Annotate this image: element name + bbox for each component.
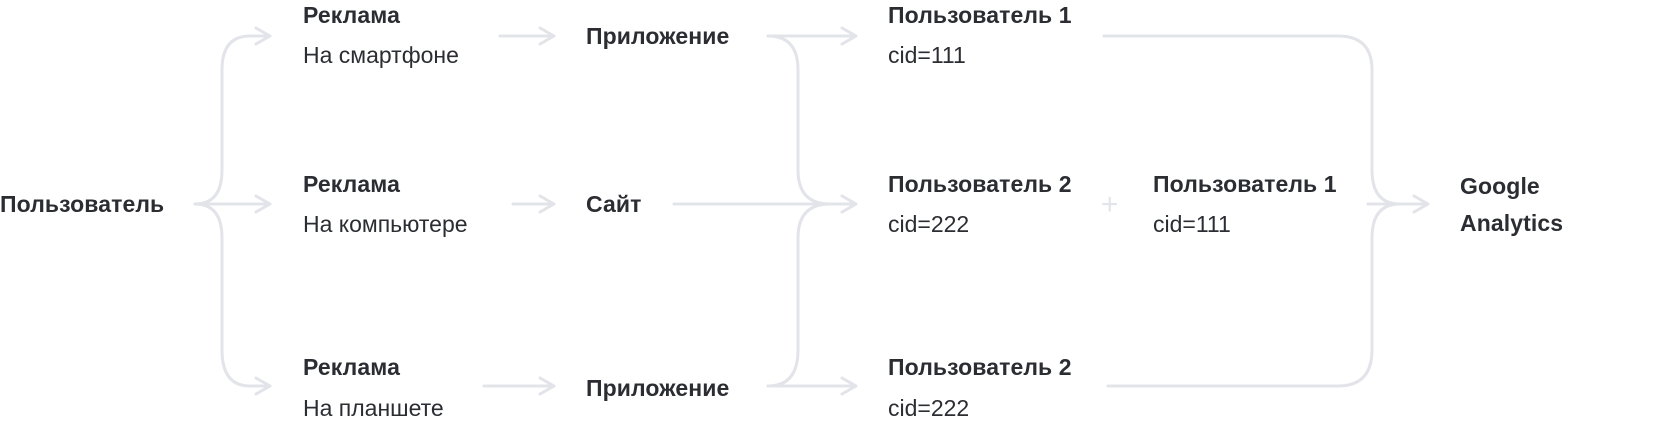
target-name-line-1: Google (1460, 173, 1540, 199)
connector-channel-bottom-to-user-3 (766, 376, 858, 396)
connector-merge-to-target (1366, 194, 1430, 214)
connector-source-to-ad-bottom (193, 202, 268, 388)
merge-user-cid: cid=111 (1153, 211, 1231, 237)
source-user-label: Пользователь (0, 191, 165, 217)
channel-app-bottom: Приложение (586, 375, 730, 401)
user-2-cid: cid=222 (888, 211, 970, 237)
ad-smartphone-device: На смартфоне (303, 42, 459, 68)
arrowhead-ad-middle (254, 194, 272, 214)
user-2-name: Пользователь 2 (888, 171, 1072, 197)
target-name-line-2: Analytics (1460, 210, 1564, 236)
connector-ad-bottom-to-channel (482, 376, 556, 396)
connector-user-1-to-target (1102, 34, 1402, 206)
user-3-cid: cid=222 (888, 395, 970, 421)
connector-channel-top-to-user-2 (766, 34, 832, 206)
connector-ad-top-to-channel (498, 26, 556, 46)
arrowhead-ad-top (254, 26, 272, 46)
connector-channel-bottom-to-user-2 (766, 202, 832, 388)
connector-source-to-ad-top (193, 34, 268, 206)
ad-smartphone-title: Реклама (303, 2, 400, 28)
channel-app-top: Приложение (586, 23, 730, 49)
user-3-name: Пользователь 2 (888, 354, 1072, 380)
channel-site: Сайт (586, 191, 642, 217)
arrowhead-ad-bottom (254, 376, 272, 396)
connector-channel-top-to-user-1 (766, 26, 858, 46)
connector-ad-middle-to-channel (511, 194, 556, 214)
user-1-name: Пользователь 1 (888, 2, 1072, 28)
merge-plus-sign: + (1101, 188, 1119, 221)
ad-tablet-title: Реклама (303, 354, 400, 380)
user-1-cid: cid=111 (888, 42, 966, 68)
merge-user-name: Пользователь 1 (1153, 171, 1337, 197)
ad-computer-title: Реклама (303, 171, 400, 197)
ad-computer-device: На компьютере (303, 211, 468, 237)
connector-user-3-to-target (1106, 202, 1402, 388)
ad-tablet-device: На планшете (303, 395, 444, 421)
